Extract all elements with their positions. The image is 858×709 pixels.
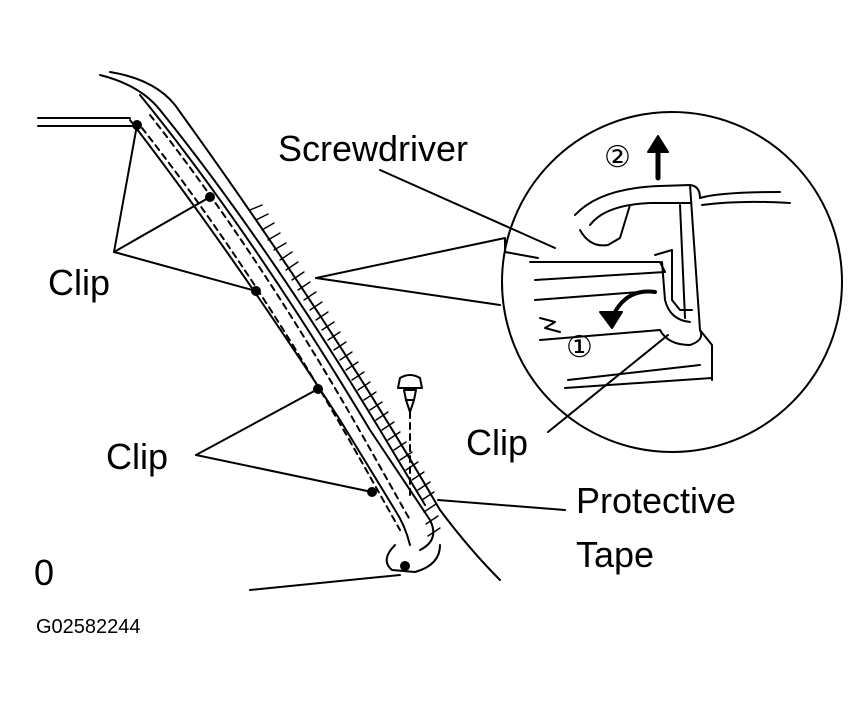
step-one-marker: ① (566, 331, 593, 364)
up-arrow-head (647, 135, 669, 153)
pillar-body-line (179, 111, 501, 581)
molding-outer-edge (139, 94, 435, 551)
detail-clip-leader (547, 334, 669, 433)
clip-channel-dashed (149, 114, 411, 521)
detail-pointer (315, 237, 539, 279)
clip-leader-line (113, 196, 211, 253)
protective-tape-hatching (249, 204, 441, 537)
screwdriver-leader (379, 169, 556, 249)
molding-end-piece (385, 544, 441, 573)
clip-leader-line (113, 124, 138, 253)
detail-pointer (315, 277, 501, 306)
clip-channel-dashed (141, 127, 401, 531)
protective-tape-leader (437, 499, 566, 511)
detail-screwdriver (529, 261, 666, 341)
protective-tape-label-line2: Tape (576, 534, 655, 575)
lower-trim-line (249, 574, 401, 591)
push-clip-fastener (397, 374, 423, 501)
clip-marker (400, 561, 410, 571)
clip-label-upper: Clip (48, 262, 111, 303)
figure-id: G02582244 (36, 616, 141, 638)
clip-label-lower: Clip (106, 436, 169, 477)
molding-mid-edge (159, 109, 426, 506)
clip-leader-line (195, 454, 373, 493)
molding-inner-edge (129, 119, 411, 546)
pillar-outer-line (99, 74, 161, 111)
clip-markers (132, 120, 410, 571)
detail-circle (501, 111, 843, 453)
pillar-outer-line (109, 71, 181, 113)
clip-leader-line (195, 388, 319, 456)
step-two-marker: ② (604, 141, 631, 174)
clip-label-detail: Clip (466, 422, 529, 463)
corner-mark: 0 (34, 552, 55, 593)
screwdriver-label: Screwdriver (278, 128, 469, 169)
rotate-arrow-head (599, 311, 623, 329)
protective-tape-label-line1: Protective (576, 480, 737, 521)
clip-leader-line (113, 251, 257, 292)
detail-molding-section (564, 184, 791, 389)
